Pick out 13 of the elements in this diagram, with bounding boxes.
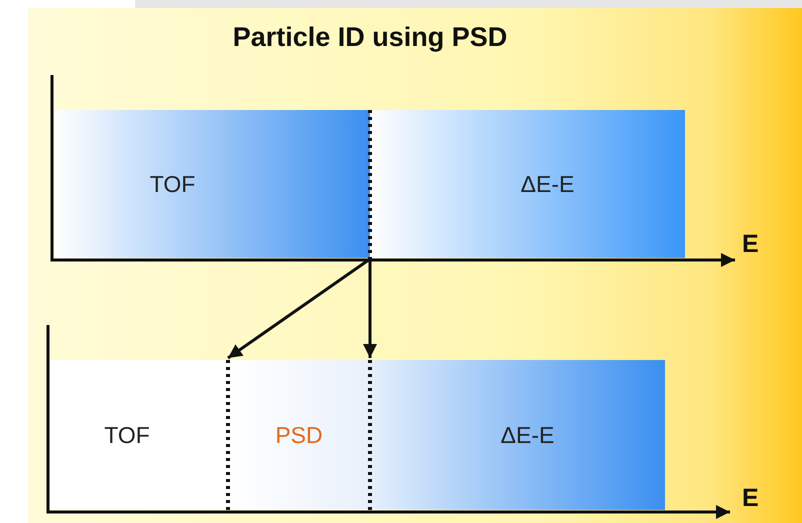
band-label: TOF — [150, 170, 196, 198]
range-band — [370, 360, 665, 510]
range-band — [50, 360, 228, 510]
range-band — [55, 110, 370, 258]
band-label: ΔE-E — [500, 422, 554, 448]
band-label: ΔE-E — [520, 170, 574, 198]
axis-label: E — [742, 230, 759, 259]
range-band — [370, 110, 685, 258]
arrow — [363, 259, 377, 358]
diagram-title: Particle ID using PSD — [232, 22, 508, 53]
axis-label: E — [742, 484, 759, 513]
band-label: TOF — [104, 422, 150, 448]
band-label: PSD — [275, 422, 323, 448]
